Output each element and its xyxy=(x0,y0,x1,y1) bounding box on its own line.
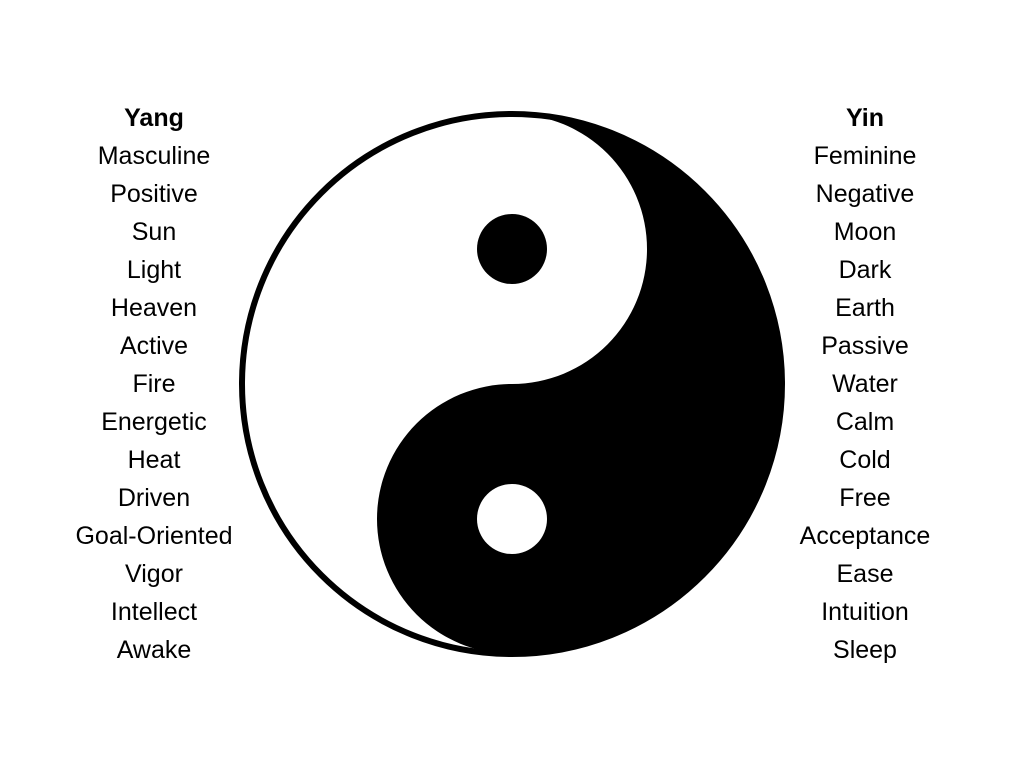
yin-item-sleep: Sleep xyxy=(833,636,897,664)
yang-item-positive: Positive xyxy=(110,180,198,208)
yang-dot xyxy=(477,484,547,554)
yin-heading: Yin xyxy=(846,104,884,132)
yang-item-energetic: Energetic xyxy=(101,408,207,436)
yang-item-driven: Driven xyxy=(117,484,191,512)
yang-item-awake: Awake xyxy=(116,636,192,664)
yang-item-heat: Heat xyxy=(127,446,181,474)
yin-item-free: Free xyxy=(839,484,891,512)
yin-item-feminine: Feminine xyxy=(813,142,917,170)
yang-item-fire: Fire xyxy=(132,370,176,398)
yin-dot xyxy=(477,214,547,284)
yin-item-ease: Ease xyxy=(836,560,894,588)
yin-item-intuition: Intuition xyxy=(821,598,909,626)
yang-item-masculine: Masculine xyxy=(97,142,211,170)
yang-item-intellect: Intellect xyxy=(110,598,198,626)
yin-item-cold: Cold xyxy=(839,446,891,474)
yang-heading: Yang xyxy=(124,104,184,132)
yang-column: Yang Masculine Positive Sun Light Heaven… xyxy=(34,99,274,669)
yin-item-negative: Negative xyxy=(815,180,915,208)
yin-item-water: Water xyxy=(832,370,898,398)
yin-column: Yin Feminine Negative Moon Dark Earth Pa… xyxy=(745,99,985,669)
yin-item-passive: Passive xyxy=(821,332,909,360)
yang-item-goal-oriented: Goal-Oriented xyxy=(75,522,233,550)
yang-item-heaven: Heaven xyxy=(110,294,198,322)
yang-item-sun: Sun xyxy=(131,218,177,246)
yang-item-vigor: Vigor xyxy=(125,560,183,588)
yin-item-earth: Earth xyxy=(835,294,895,322)
yin-item-acceptance: Acceptance xyxy=(799,522,931,550)
yin-item-calm: Calm xyxy=(835,408,895,436)
yin-yang-symbol xyxy=(239,111,785,657)
yin-item-dark: Dark xyxy=(838,256,892,284)
yin-item-moon: Moon xyxy=(833,218,897,246)
yang-item-active: Active xyxy=(119,332,189,360)
yang-item-light: Light xyxy=(126,256,182,284)
